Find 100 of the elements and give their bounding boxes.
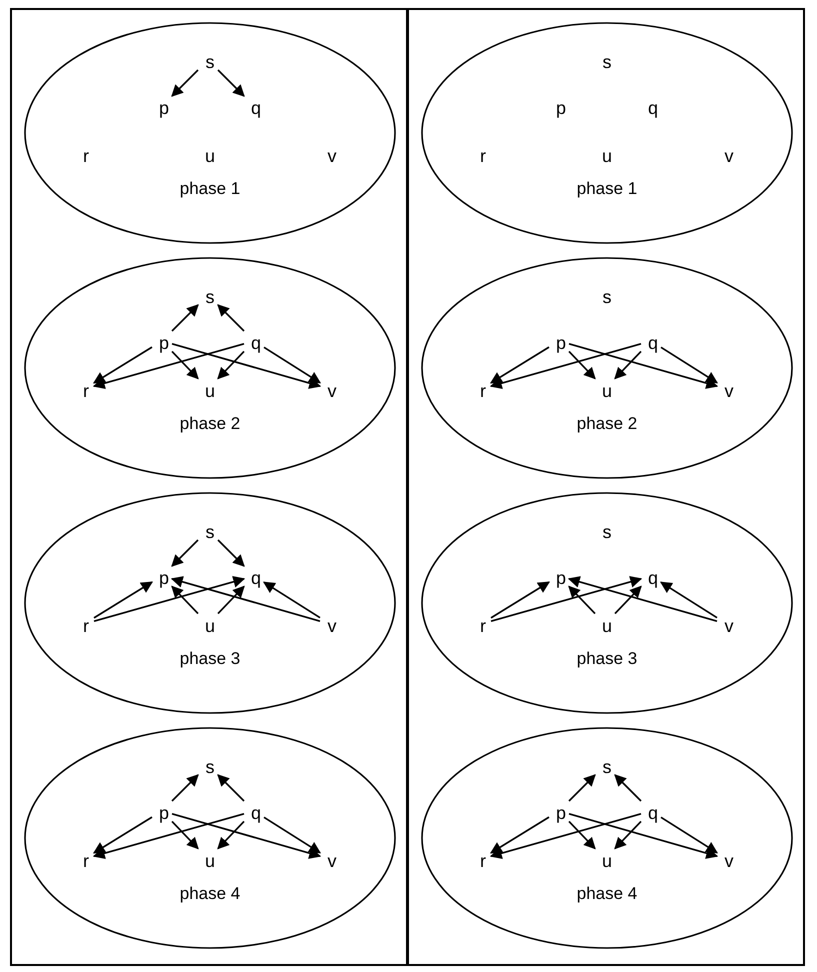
phase-ellipse [421,22,793,244]
arrow [264,816,321,854]
phase-ellipse [24,257,396,479]
vertex-label: s [202,51,218,73]
vertex-label: p [156,802,172,824]
vertex-label: r [475,850,491,872]
arrow [92,813,244,859]
vertex-label: r [78,615,94,637]
vertex-label: v [324,380,340,402]
vertex-label: u [202,850,218,872]
arrow [172,813,322,859]
arrow [264,346,321,384]
vertex-label: r [475,380,491,402]
arrow [217,586,245,614]
arrow [172,343,322,389]
vertex-label: v [324,145,340,167]
arrow [217,69,245,97]
arrow [614,774,642,802]
phase-label: phase 1 [180,178,240,200]
phase-label: phase 3 [180,648,240,670]
vertex-label: r [475,615,491,637]
arrow [490,581,550,619]
vertex-label: v [324,850,340,872]
vertex-label: q [248,97,264,119]
vertex-label: q [645,332,661,354]
vertex-label: s [599,51,615,73]
vertex-label: q [645,802,661,824]
phase-ellipse [24,22,396,244]
phase-ellipse [421,492,793,714]
arrow [92,346,152,384]
vertex-label: v [324,615,340,637]
phase-ellipse [24,492,396,714]
arrow [568,774,596,802]
vertex-label: s [202,756,218,778]
arrow [171,820,199,850]
arrow [171,586,199,614]
arrow [92,343,244,389]
arrow [170,576,320,622]
arrow [217,304,245,332]
vertex-label: v [721,145,737,167]
phase-ellipse [421,727,793,949]
phase-ellipse [421,257,793,479]
phase-label: phase 4 [576,883,638,905]
arrow [263,582,320,618]
vertex-label: r [78,145,94,167]
phase-label: phase 2 [576,413,638,435]
vertex-label: p [156,97,172,119]
vertex-label: r [475,145,491,167]
vertex-label: u [599,615,615,637]
arrow [94,581,154,619]
arrow [490,813,642,859]
vertex-label: p [553,567,569,589]
vertex-label: u [202,380,218,402]
vertex-label: q [248,332,264,354]
arrow [660,582,718,618]
arrow [171,539,199,567]
phase-label: phase 3 [576,648,638,670]
arrow [568,820,596,850]
phase-label: phase 4 [180,883,240,905]
arrow [217,820,245,850]
vertex-label: s [599,521,615,543]
vertex-label: u [599,145,615,167]
arrow [490,816,550,854]
vertex-label: v [721,615,737,637]
arrow [217,539,245,567]
vertex-label: u [202,145,218,167]
arrow [490,343,642,389]
panel [10,8,408,966]
arrow [171,774,199,802]
vertex-label: u [202,615,218,637]
arrow [614,586,642,614]
arrow [660,346,718,384]
vertex-label: p [156,332,172,354]
arrow [490,346,550,384]
vertex-label: p [553,332,569,354]
arrow [217,774,245,802]
vertex-label: s [202,521,218,543]
vertex-label: r [78,850,94,872]
arrow [660,816,718,854]
arrow [568,586,596,614]
vertex-label: v [721,380,737,402]
vertex-label: q [645,97,661,119]
arrow [614,820,642,850]
panel [407,8,805,966]
vertex-label: q [645,567,661,589]
vertex-label: s [202,286,218,308]
vertex-label: p [553,97,569,119]
vertex-label: q [248,567,264,589]
arrow [217,350,245,380]
arrow [171,304,199,332]
vertex-label: s [599,756,615,778]
arrow [490,576,642,622]
phase-label: phase 2 [180,413,240,435]
arrow [568,350,596,380]
arrow [568,576,718,622]
arrow [171,350,199,380]
arrow [171,69,199,97]
vertex-label: r [78,380,94,402]
arrow [568,813,718,859]
arrow [568,343,718,389]
